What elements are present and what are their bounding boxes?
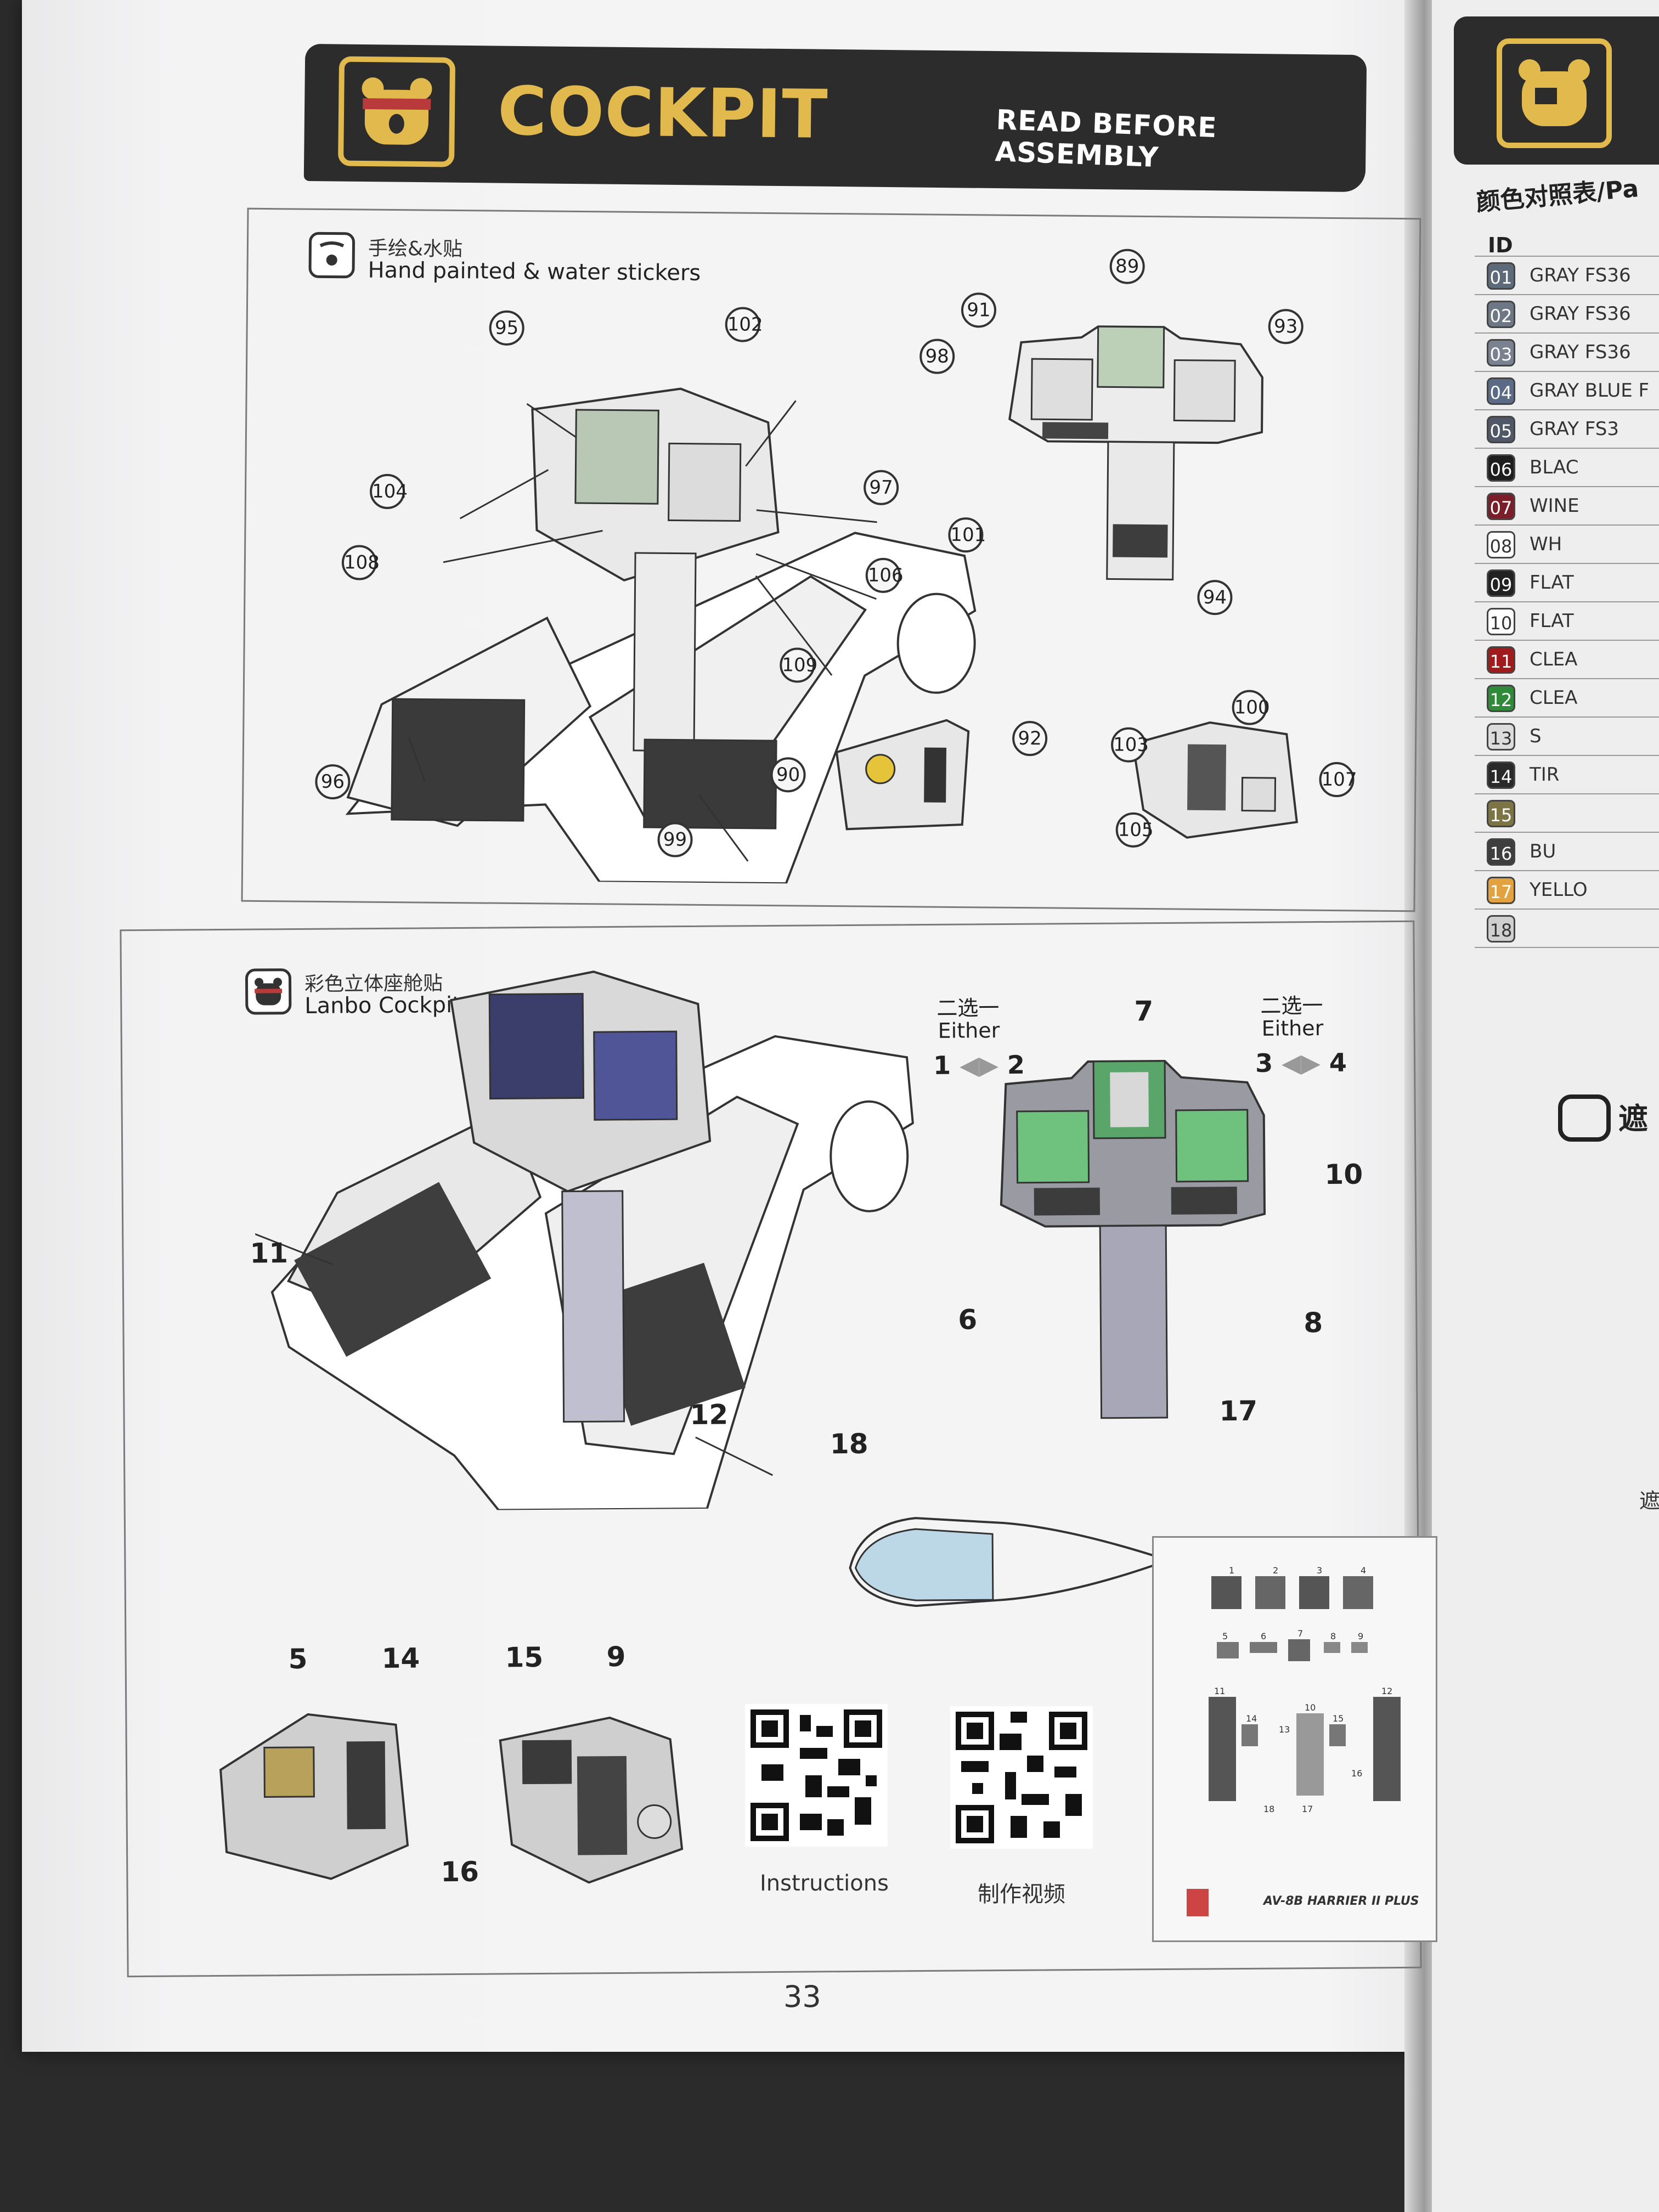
- callout-91: 91: [961, 292, 997, 328]
- callout-94: 94: [1197, 579, 1233, 616]
- either-right-cn: 二选一: [1260, 993, 1323, 1018]
- header-banner: COCKPIT READ BEFORE ASSEMBLY: [303, 43, 1367, 193]
- label-9: 9: [606, 1640, 626, 1673]
- instructions-label: Instructions: [760, 1871, 889, 1896]
- right-page-banner: [1454, 16, 1659, 165]
- label-11: 11: [250, 1237, 289, 1269]
- callout-103: 103: [1110, 727, 1149, 763]
- label-14: 14: [381, 1642, 420, 1674]
- callout-97: 97: [863, 470, 899, 506]
- callout-98: 98: [919, 338, 955, 374]
- bear-logo-icon: [338, 56, 456, 167]
- cockpit-tub-diagram: [345, 387, 977, 885]
- page-subtitle: READ BEFORE ASSEMBLY: [994, 104, 1218, 174]
- bear-icon: [245, 968, 292, 1015]
- section-title-en: Hand painted & water stickers: [368, 257, 701, 286]
- right-console-diagram: [1131, 721, 1299, 839]
- callout-90: 90: [770, 757, 806, 793]
- callout-105: 105: [1115, 812, 1154, 848]
- callout-107: 107: [1319, 761, 1357, 798]
- callout-106: 106: [865, 557, 904, 594]
- mask-caption: 遮: [1639, 1489, 1659, 1513]
- swap-arrows-icon: ◀▶: [959, 1050, 999, 1080]
- callout-102: 102: [725, 307, 763, 342]
- either-left-cn: 二选一: [936, 996, 1000, 1020]
- sheet-product-name: AV-8B HARRIER II PLUS: [1263, 1894, 1419, 1908]
- label-12: 12: [690, 1398, 729, 1431]
- hand-painted-panel: 手绘&水贴 Hand painted & water stickers: [241, 207, 1421, 912]
- callout-100: 100: [1232, 690, 1270, 725]
- left-console-part-diagram: [219, 1713, 409, 1880]
- color-row: 18: [1475, 910, 1659, 948]
- label-16: 16: [441, 1855, 479, 1888]
- bear-outline-icon: [1558, 1094, 1611, 1142]
- callout-108: 108: [341, 545, 380, 580]
- colored-front-panel-diagram: [1000, 1059, 1266, 1419]
- callout-109: 109: [780, 647, 817, 683]
- either-right-en: Either: [1261, 1015, 1324, 1041]
- page-number: 33: [783, 1979, 821, 2014]
- either-left-pair: 1 ◀▶ 2: [933, 1049, 1025, 1080]
- label-8: 8: [1304, 1306, 1323, 1339]
- decal-sheet-thumbnail: 1 2 3 4 5 6 7 8 9 10 11 12 13 14 15 16 1…: [1152, 1536, 1437, 1942]
- colored-cockpit-diagram: [253, 970, 914, 1511]
- front-panel-diagram: [1008, 325, 1263, 580]
- callout-93: 93: [1268, 308, 1304, 345]
- canopy-diagram: [849, 1517, 1172, 1607]
- video-label: 制作视频: [978, 1882, 1065, 1907]
- lanbo-cockpit-panel: 彩色立体座舱贴 Lanbo Cockpit 二选一 Either 1 ◀▶: [120, 920, 1422, 1978]
- instructions-qr-icon[interactable]: [745, 1704, 888, 1847]
- right-console-part-diagram: [499, 1716, 684, 1884]
- video-qr-icon[interactable]: [950, 1706, 1093, 1849]
- label-17: 17: [1219, 1395, 1258, 1427]
- label-10: 10: [1324, 1158, 1363, 1190]
- left-console-diagram: [835, 719, 970, 831]
- page-title: COCKPIT: [497, 72, 829, 154]
- either-left-en: Either: [938, 1018, 1000, 1043]
- callout-95: 95: [489, 310, 524, 346]
- callout-92: 92: [1012, 720, 1048, 757]
- callout-104: 104: [369, 473, 408, 510]
- color-id-header: ID: [1488, 233, 1513, 257]
- callout-96: 96: [315, 764, 351, 800]
- callout-99: 99: [657, 822, 693, 857]
- mask-section-title: 遮: [1618, 1102, 1648, 1136]
- brush-icon: [308, 232, 356, 279]
- label-18: 18: [830, 1427, 868, 1460]
- right-page: [1432, 0, 1659, 2212]
- color-table-header: [1475, 224, 1659, 257]
- bear-pirate-logo-icon: [1497, 38, 1612, 148]
- label-5: 5: [288, 1643, 308, 1675]
- callout-101: 101: [948, 517, 986, 553]
- label-15: 15: [505, 1641, 544, 1674]
- either-right-pair: 3 ◀▶ 4: [1255, 1047, 1347, 1078]
- label-7: 7: [1134, 995, 1154, 1028]
- label-6: 6: [958, 1304, 978, 1336]
- color-row: 15: [1475, 794, 1659, 833]
- swap-arrows-icon: ◀▶: [1281, 1047, 1321, 1078]
- callout-89: 89: [1109, 249, 1145, 284]
